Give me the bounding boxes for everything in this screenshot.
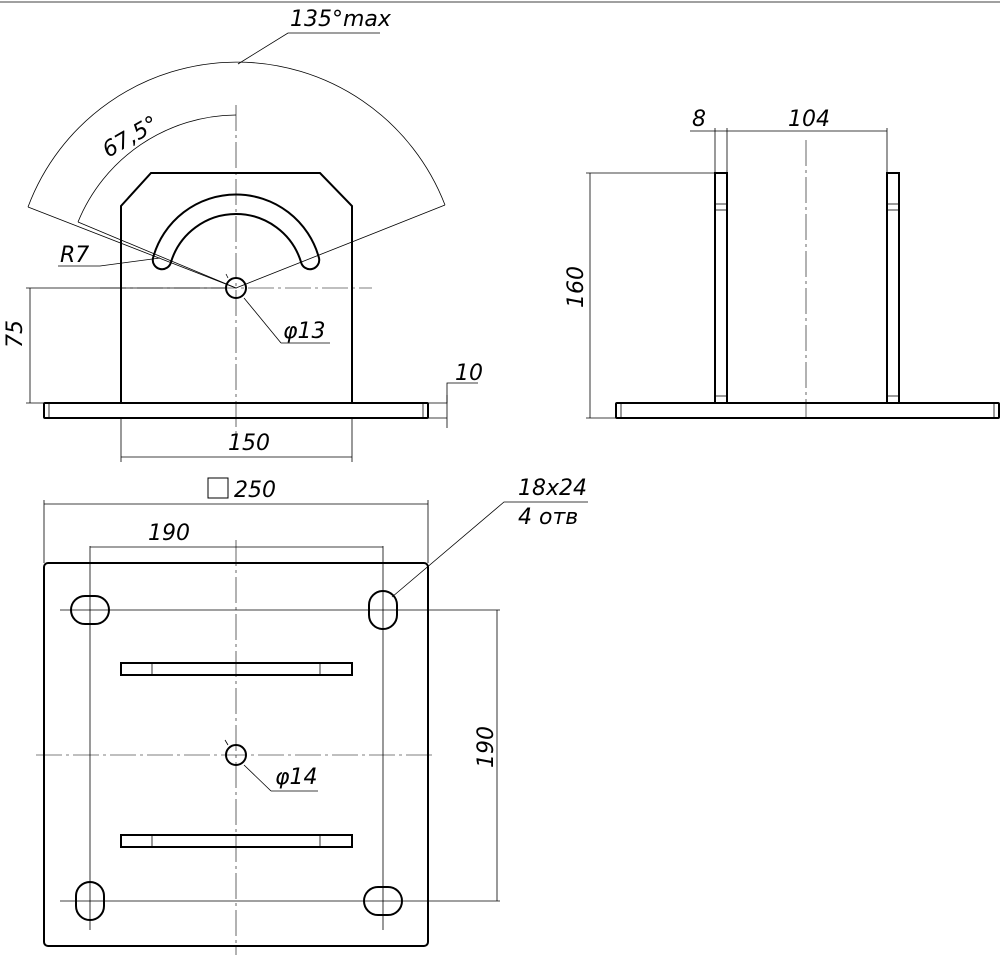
arc-slot bbox=[151, 193, 321, 271]
slot-count-label: 4 отв bbox=[518, 505, 578, 530]
side-rib-left bbox=[714, 172, 728, 404]
height-label: 160 bbox=[564, 266, 589, 308]
hole-height-label: 75 bbox=[3, 320, 28, 348]
side-rib-right bbox=[886, 172, 900, 404]
plate-size-label: 250 bbox=[234, 478, 276, 503]
front-bracket-outline bbox=[120, 172, 353, 403]
hole-spacing-x-label: 190 bbox=[148, 521, 190, 546]
angle-arc-67 bbox=[77, 114, 237, 223]
width-label: 150 bbox=[228, 431, 270, 456]
side-base-plate bbox=[615, 402, 1000, 419]
slot-size-label: 18x24 bbox=[518, 476, 587, 501]
angle-max-label: 135°max bbox=[290, 7, 392, 32]
radius-label: R7 bbox=[60, 243, 89, 268]
center-hole-diameter-label: φ14 bbox=[275, 765, 318, 790]
angle-arc-135 bbox=[27, 61, 446, 208]
rib-thickness-label: 8 bbox=[692, 107, 706, 132]
square-symbol bbox=[207, 477, 229, 499]
plan-view: φ14 250 190 190 18x24 4 отв bbox=[36, 476, 588, 955]
rib-gap-label: 104 bbox=[788, 107, 830, 132]
hole-diameter-label: φ13 bbox=[283, 319, 326, 344]
plan-rib-bottom bbox=[120, 834, 353, 848]
side-view: 8 104 160 bbox=[564, 107, 1000, 419]
plan-rib-top bbox=[120, 662, 353, 676]
plate-thickness-label: 10 bbox=[455, 361, 483, 386]
front-view: 135°max 67,5° R7 φ13 75 10 150 bbox=[3, 7, 483, 462]
angle-half-label: 67,5° bbox=[99, 112, 163, 164]
hole-spacing-y-label: 190 bbox=[474, 726, 499, 768]
